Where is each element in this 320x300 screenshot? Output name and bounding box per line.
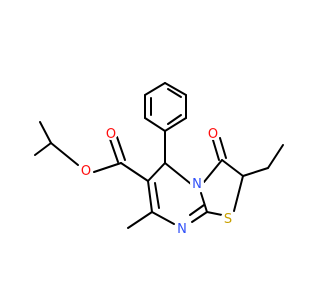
atom-o-ester: O bbox=[79, 163, 93, 179]
bond-n-imine-c8a-double-b bbox=[189, 204, 205, 216]
bond-layer bbox=[34, 82, 284, 229]
bond-phenyl-4-5 bbox=[164, 82, 187, 96]
atom-n-imine-label: N bbox=[177, 222, 187, 237]
bond-ketone-double-b bbox=[219, 137, 227, 159]
molecule-structure: O O O N N S bbox=[0, 0, 300, 300]
atom-n-imine: N bbox=[175, 221, 189, 237]
atom-o-ketone-label: O bbox=[208, 127, 218, 142]
bond-phenyl-inner-c bbox=[167, 114, 182, 125]
bond-isopropyl-methyl-upper bbox=[34, 142, 52, 156]
atom-o-carbonyl: O bbox=[104, 126, 118, 142]
bond-phenyl-6-1 bbox=[164, 117, 187, 132]
atom-s-ring-label: S bbox=[224, 212, 232, 227]
background bbox=[0, 0, 300, 300]
atom-n-ring: N bbox=[190, 176, 204, 192]
atom-s-ring: S bbox=[221, 211, 235, 227]
bond-phenyl-1-2 bbox=[144, 117, 166, 132]
bond-c7-n-imine bbox=[151, 211, 175, 225]
bond-ester-o-to-carbonyl-c bbox=[93, 162, 122, 173]
atom-n-ring-label: N bbox=[192, 177, 202, 192]
bond-c7-methyl bbox=[127, 211, 153, 229]
bond-phenyl-inner-b bbox=[167, 88, 182, 98]
atom-label-layer: O O O N N S bbox=[79, 126, 235, 237]
bond-isopropyl-methyl-lower bbox=[39, 121, 52, 144]
bond-carbonyl-to-c6 bbox=[120, 162, 149, 182]
atom-o-ester-label: O bbox=[81, 164, 91, 179]
bond-c6-c7-double-b bbox=[154, 182, 160, 209]
bond-phenyl-3-4 bbox=[144, 82, 166, 96]
bond-c2-s bbox=[233, 175, 244, 212]
bond-c8a-n-ring bbox=[200, 192, 208, 213]
bond-ketone-double-a bbox=[212, 139, 220, 161]
bond-carbonyl-double-b bbox=[116, 136, 126, 161]
bond-carbonyl-double-a bbox=[109, 138, 119, 163]
bond-c6-c7-double-a bbox=[147, 180, 153, 213]
bond-n-ring-c3 bbox=[203, 159, 223, 183]
atom-o-ketone: O bbox=[206, 126, 220, 142]
bond-c6-c5 bbox=[147, 162, 166, 182]
bond-ethyl-ch2-ch3 bbox=[267, 144, 284, 169]
bond-c2-ethyl-ch2 bbox=[242, 167, 269, 177]
atom-o-carbonyl-label: O bbox=[106, 127, 116, 142]
bond-n-ring-c5 bbox=[164, 162, 192, 185]
bond-c3-c2 bbox=[221, 159, 244, 177]
bond-n-imine-c8a-double-a bbox=[191, 211, 208, 223]
bond-s-c8a bbox=[206, 211, 223, 216]
bond-isopropyl-to-ester-o bbox=[50, 142, 79, 166]
